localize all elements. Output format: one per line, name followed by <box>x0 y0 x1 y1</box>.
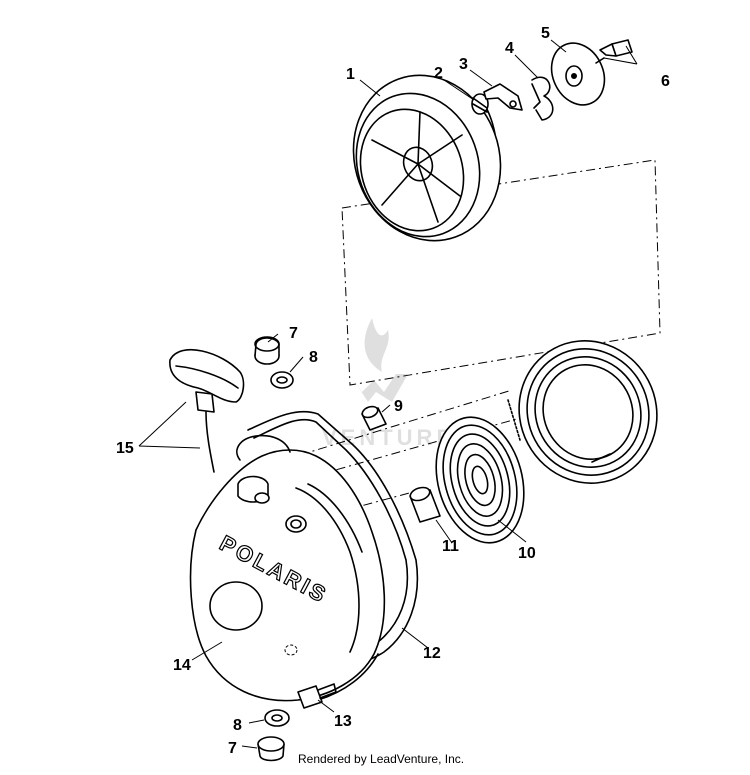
callout-12: 12 <box>423 645 441 662</box>
callout-labels: 1 2 3 4 5 6 7 8 9 15 11 10 12 14 13 8 7 <box>116 25 670 757</box>
washer-part-bottom <box>264 709 290 727</box>
starter-handle-part <box>169 349 245 473</box>
recoil-spring-part <box>435 416 525 544</box>
cap-plug-part-top <box>254 336 280 365</box>
callout-7-top: 7 <box>289 325 298 342</box>
callout-8-top: 8 <box>309 349 318 366</box>
rope-coil-part <box>507 340 658 484</box>
starter-housing-part: POLARIS <box>189 434 386 702</box>
callout-1: 1 <box>346 66 355 83</box>
callout-8-bottom: 8 <box>233 717 242 734</box>
spacer-part <box>409 486 441 523</box>
bushing-part <box>361 405 387 431</box>
callout-10: 10 <box>518 545 536 562</box>
gasket-part <box>247 410 419 673</box>
cap-plug-part-bottom <box>257 736 285 762</box>
leader-lines <box>138 39 638 749</box>
callout-11: 11 <box>442 538 459 555</box>
callout-14: 14 <box>173 657 191 674</box>
pawl-part <box>483 83 523 111</box>
washer-part-top <box>270 371 294 389</box>
render-credit: Rendered by LeadVenture, Inc. <box>298 752 465 766</box>
bolt-part-top <box>595 39 633 64</box>
callout-4: 4 <box>505 40 514 57</box>
callout-15: 15 <box>116 440 134 457</box>
callout-2: 2 <box>434 65 443 82</box>
callout-6: 6 <box>661 73 670 90</box>
pulley-part <box>352 74 502 242</box>
wire-clip-part <box>531 76 554 121</box>
retainer-plate-part <box>550 42 606 106</box>
callout-5: 5 <box>541 25 550 42</box>
callout-9: 9 <box>394 398 403 415</box>
screw-part <box>297 683 337 709</box>
small-spring-part <box>471 93 489 115</box>
callout-7-bottom: 7 <box>228 740 237 757</box>
callout-3: 3 <box>459 56 468 73</box>
callout-13: 13 <box>334 713 352 730</box>
watermark-logo: VENTURE <box>322 318 451 450</box>
